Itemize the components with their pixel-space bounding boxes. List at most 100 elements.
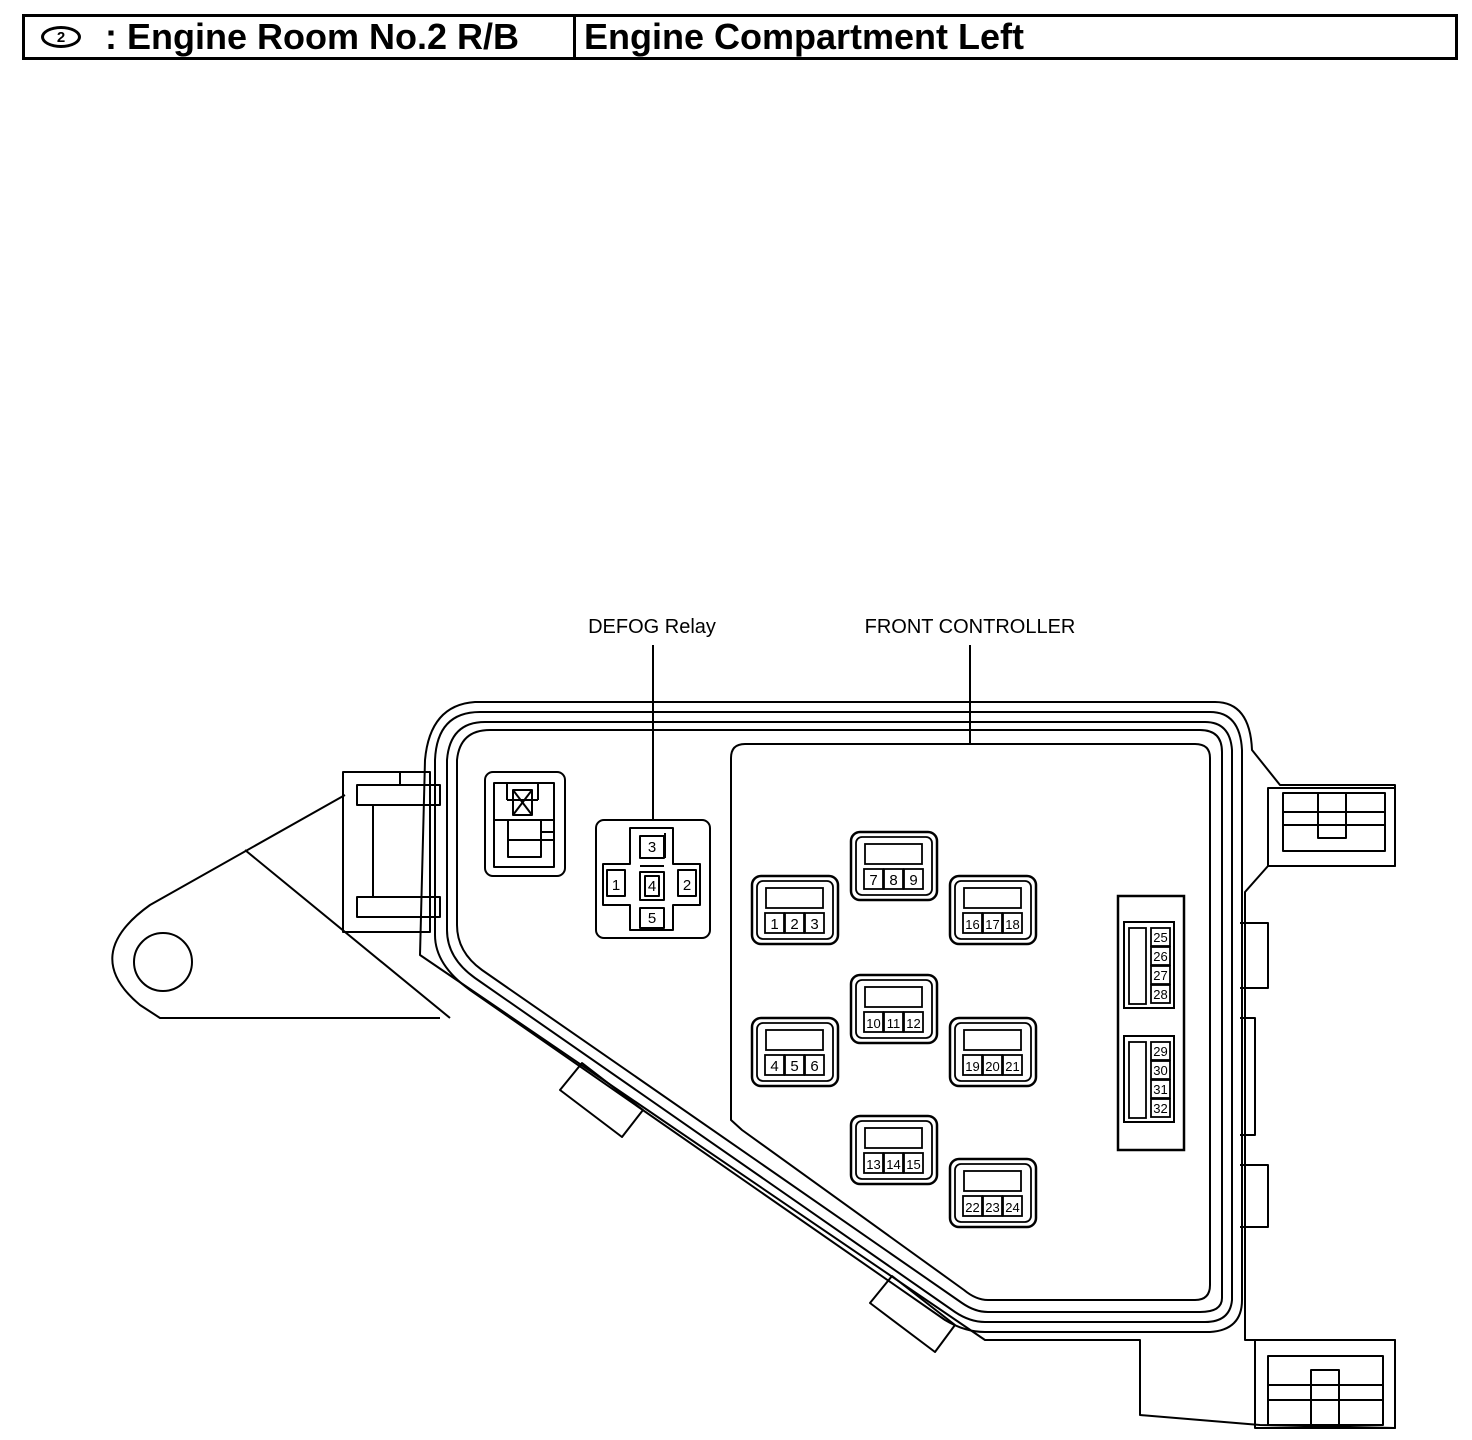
- right-bottom-clip: [1254, 1339, 1396, 1429]
- pin-cell: [1150, 965, 1171, 985]
- housing-outer: [419, 701, 1396, 1429]
- pin-number: 10: [866, 1016, 880, 1031]
- pin-cell: [883, 1011, 904, 1033]
- mounting-bracket: [111, 794, 440, 1019]
- pin-cell: [1150, 1079, 1171, 1099]
- pin-cell: [1150, 946, 1171, 966]
- side-connector-25-28: 25 26 27 28: [1123, 921, 1175, 1009]
- pin-cell: [1002, 1054, 1023, 1076]
- front-controller-label: FRONT CONTROLLER: [865, 616, 1076, 638]
- relay-terminal-5: 5: [648, 910, 656, 927]
- pin-number: 5: [790, 1058, 798, 1075]
- pin-number: 4: [770, 1058, 778, 1075]
- pin-cell: [883, 868, 904, 890]
- pin-cell: [1002, 912, 1023, 934]
- connector-19-21: 19 20 21: [948, 1016, 1038, 1088]
- pin-number: 7: [869, 872, 877, 889]
- bottom-tab-1: [559, 1062, 644, 1138]
- connector-10-12: 10 11 12: [849, 973, 939, 1045]
- pin-cell: [903, 868, 924, 890]
- bottom-tab-2: [869, 1275, 956, 1353]
- pin-number: 9: [909, 872, 917, 889]
- relay-terminal-4: 4: [648, 878, 656, 895]
- location-cell: Engine Compartment Left: [576, 16, 1455, 57]
- side-connector-housing: [1116, 894, 1186, 1152]
- pin-cell: [982, 912, 1003, 934]
- pin-cell: [1002, 1195, 1023, 1217]
- pin-cell: [962, 1195, 983, 1217]
- pin-number: 12: [906, 1016, 920, 1031]
- pin-cell: [903, 1152, 924, 1174]
- right-top-clip: [1267, 787, 1396, 867]
- pin-number: 22: [965, 1200, 979, 1215]
- pin-cell: [903, 1011, 924, 1033]
- connector-13-15: 13 14 15: [849, 1114, 939, 1186]
- location-number-badge: 2: [41, 26, 81, 48]
- pin-number: 16: [965, 917, 979, 932]
- pin-number: 17: [985, 917, 999, 932]
- pin-number: 23: [985, 1200, 999, 1215]
- connector-16-18: 16 17 18: [948, 874, 1038, 946]
- pin-number: 25: [1153, 930, 1167, 945]
- pin-number: 27: [1153, 968, 1167, 983]
- pin-cell: [784, 1054, 805, 1076]
- pin-cell: [1150, 1098, 1171, 1118]
- relay-terminal-2: 2: [683, 877, 691, 894]
- pin-number: 2: [790, 916, 798, 933]
- pin-number: 8: [889, 872, 897, 889]
- right-side-tabs: [1240, 922, 1269, 1228]
- left-clip: [342, 771, 441, 933]
- housing-inner-2: [456, 729, 1223, 1313]
- pin-cell: [1150, 927, 1171, 947]
- pin-number: 15: [906, 1157, 920, 1172]
- pin-number: 32: [1153, 1101, 1167, 1116]
- pin-cell: [764, 912, 785, 934]
- pin-cell: [804, 1054, 825, 1076]
- relay-terminal-3: 3: [648, 839, 656, 856]
- pin-number: 6: [810, 1058, 818, 1075]
- pin-number: 20: [985, 1059, 999, 1074]
- relay-block-title-cell: 2 : Engine Room No.2 R/B: [25, 16, 576, 57]
- pin-number: 28: [1153, 987, 1167, 1002]
- pin-number: 24: [1005, 1200, 1019, 1215]
- pin-cell: [883, 1152, 904, 1174]
- title-bar: 2 : Engine Room No.2 R/B Engine Compartm…: [22, 14, 1458, 60]
- pin-number: 30: [1153, 1063, 1167, 1078]
- pin-number: 14: [886, 1157, 900, 1172]
- pin-cell: [764, 1054, 785, 1076]
- pin-cell: [1150, 1041, 1171, 1061]
- defog-relay-label: DEFOG Relay: [588, 616, 716, 638]
- housing-mid: [434, 711, 1243, 1333]
- pin-cell: [982, 1195, 1003, 1217]
- pin-number: 11: [887, 1016, 901, 1031]
- pin-cell: [962, 1054, 983, 1076]
- pin-number: 19: [965, 1059, 979, 1074]
- bracket-edge: [244, 849, 451, 1019]
- pin-number: 29: [1153, 1044, 1167, 1059]
- pin-number: 18: [1005, 917, 1019, 932]
- pin-number: 13: [866, 1157, 880, 1172]
- relay-block-title: : Engine Room No.2 R/B: [105, 16, 519, 57]
- pin-cell: [1150, 984, 1171, 1004]
- pin-number: 1: [770, 916, 778, 933]
- pin-number: 3: [810, 916, 818, 933]
- front-controller-panel: [730, 743, 1211, 1301]
- housing-inner: [446, 721, 1233, 1323]
- pin-cell: [863, 1011, 884, 1033]
- pin-number: 26: [1153, 949, 1167, 964]
- pin-cell: [863, 868, 884, 890]
- connector-22-24: 22 23 24: [948, 1157, 1038, 1229]
- pin-cell: [982, 1054, 1003, 1076]
- pin-number: 21: [1005, 1059, 1019, 1074]
- pin-cell: [1150, 1060, 1171, 1080]
- relay-terminal-1: 1: [612, 877, 620, 894]
- pin-cell: [962, 912, 983, 934]
- pin-cell: [784, 912, 805, 934]
